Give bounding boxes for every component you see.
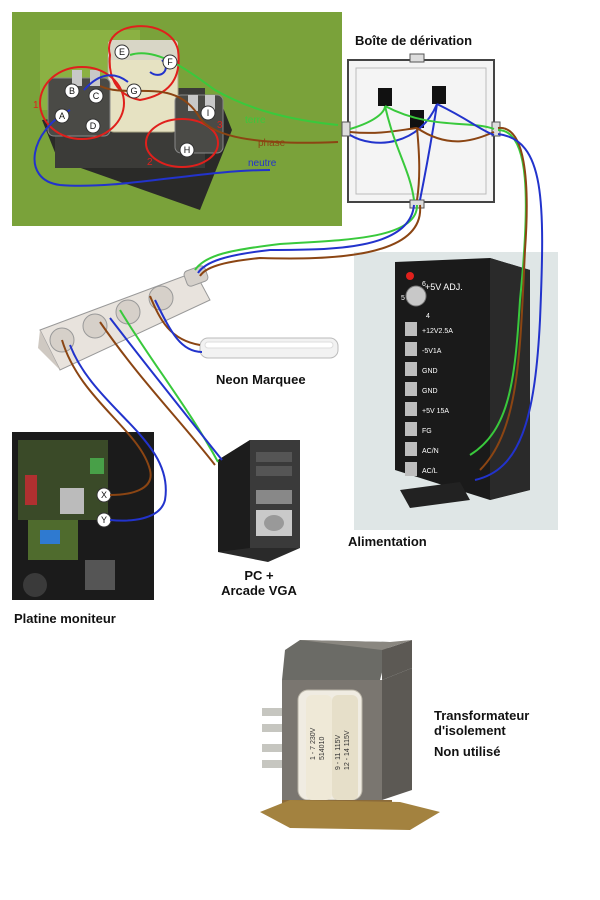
transformer-text-1: 1 - 7 230V <box>310 727 317 760</box>
pc-label: PC + Arcade VGA <box>216 568 302 598</box>
psu-terminal-label: GND <box>422 368 438 375</box>
psu-terminal-screw <box>405 382 417 396</box>
pc-label-line2: Arcade VGA <box>221 583 297 598</box>
psu-terminal-screw <box>405 442 417 456</box>
pc-label-line1: PC + <box>244 568 274 583</box>
wire-runs <box>61 126 544 522</box>
wire-label-phase: phase <box>258 138 286 149</box>
socket-number-1: 1 <box>33 100 39 111</box>
wire-label-neutre: neutre <box>248 158 277 169</box>
monitor-point-y: Y <box>101 515 107 525</box>
psu-terminal-label: -5V1A <box>422 348 442 355</box>
point-a: A <box>59 111 65 121</box>
psu-terminal-label: AC/L <box>422 468 438 475</box>
psu-terminal-label: GND <box>422 388 438 395</box>
platine-moniteur-label: Platine moniteur <box>14 611 116 626</box>
socket-number-3: 3 <box>217 120 223 131</box>
knob-mark-5: 5 <box>401 295 405 302</box>
knob-mark-4: 4 <box>426 313 430 320</box>
psu-terminal-screw <box>405 462 417 476</box>
iec-socket-photo: A B C D E F G H I 1 2 3 terre phase neut… <box>12 12 342 226</box>
neon-marquee-image <box>199 337 339 359</box>
derivation-box-label: Boîte de dérivation <box>355 33 473 48</box>
transformer-label-line1: Transformateur <box>434 708 530 723</box>
transformer-image: 1 - 7 230V 514010 9 - 11 115V 12 - 14 11… <box>260 640 440 830</box>
point-h: H <box>184 145 191 155</box>
transformer-text-2: 514010 <box>319 737 326 760</box>
psu-terminal-label: FG <box>422 428 432 435</box>
monitor-board-photo <box>12 432 154 600</box>
power-supply-photo: +5V ADJ. 5 6 4 +12V2.5A -5V1A GND GND +5V 15… <box>354 252 558 530</box>
psu-terminal-screw <box>405 362 417 376</box>
point-i: I <box>207 108 210 118</box>
psu-terminal-label: +12V2.5A <box>422 328 453 335</box>
monitor-point-x: X <box>101 490 107 500</box>
derivation-box <box>341 53 501 209</box>
point-g: G <box>130 86 137 96</box>
point-b: B <box>69 86 75 96</box>
socket-number-2: 2 <box>147 157 153 168</box>
point-f: F <box>167 57 173 67</box>
point-d: D <box>90 121 97 131</box>
point-e: E <box>119 47 125 57</box>
pc-tower-image <box>218 440 300 562</box>
alimentation-label: Alimentation <box>348 534 427 549</box>
transformer-text-4: 12 - 14 115V <box>344 730 351 770</box>
psu-terminal-screw <box>405 322 417 336</box>
wire-label-terre: terre <box>245 115 266 126</box>
neon-marquee-label: Neon Marquee <box>216 372 306 387</box>
transformer-text-3: 9 - 11 115V <box>335 735 342 770</box>
psu-header: +5V ADJ. <box>425 282 463 292</box>
psu-terminal-screw <box>405 402 417 416</box>
knob-mark-6: 6 <box>422 281 426 288</box>
transformer-label: Transformateur d'isolement <box>434 708 529 738</box>
psu-terminal-screw <box>405 422 417 436</box>
psu-terminal-screw <box>405 342 417 356</box>
psu-terminal-label: AC/N <box>422 448 439 455</box>
point-c: C <box>93 91 100 101</box>
psu-terminal-label: +5V 15A <box>422 408 449 415</box>
transformer-label-line2: d'isolement <box>434 723 506 738</box>
non-utilise-label: Non utilisé <box>434 744 501 759</box>
